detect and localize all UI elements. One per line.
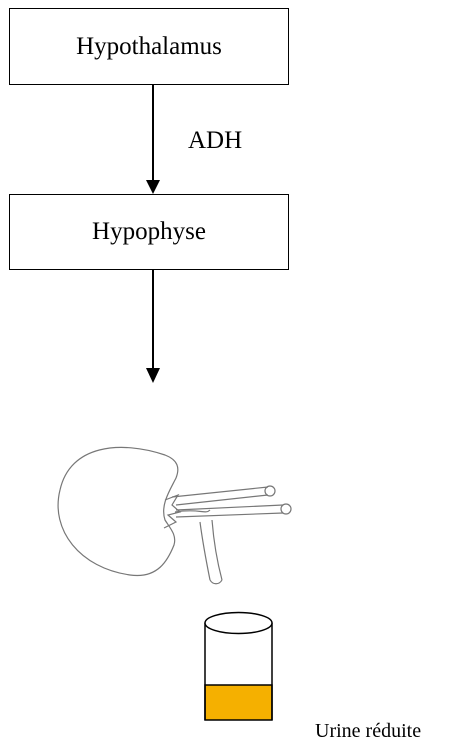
urine-label: Urine réduite [315,720,421,743]
kidney-icon [58,447,291,583]
hypophyse-box: Hypophyse [9,194,289,270]
hypothalamus-label: Hypothalamus [76,33,222,61]
arrow-hypothalamus-to-hypophyse [146,85,160,194]
hypophyse-label: Hypophyse [92,218,206,246]
adh-label: ADH [188,127,242,155]
arrow-hypophyse-to-kidney [146,270,160,383]
hypothalamus-box: Hypothalamus [9,8,289,85]
test-tube-icon [205,613,272,721]
